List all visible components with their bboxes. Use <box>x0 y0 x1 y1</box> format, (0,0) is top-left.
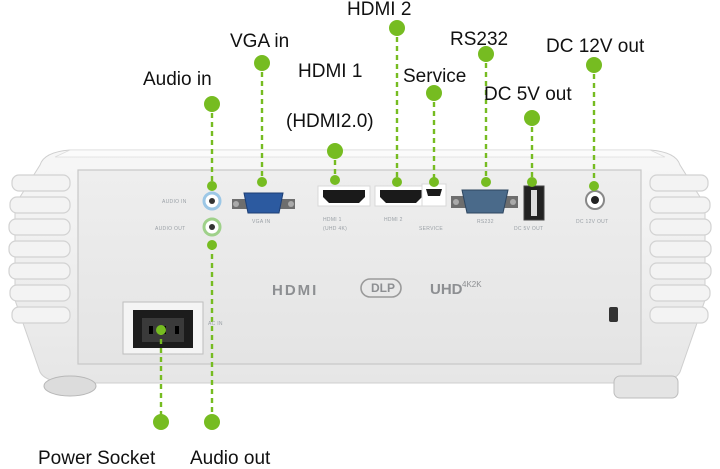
label-dc-12v-out: DC 12V out <box>546 36 645 57</box>
dlp-logo: DLP <box>371 281 395 295</box>
dc-12v-jack <box>585 190 605 210</box>
uhd-logo: UHD <box>430 281 463 298</box>
service-port <box>421 183 447 207</box>
projector-top-edge <box>54 149 666 158</box>
right-foot <box>613 375 679 399</box>
panel-label-hdmi-2: HDMI 2 <box>384 217 403 223</box>
left-foot <box>43 375 97 397</box>
left-vent-fins <box>8 174 71 324</box>
audio-out-jack <box>202 217 222 237</box>
panel-label-ac-in: AC IN <box>208 321 223 327</box>
rs232-port <box>451 189 518 214</box>
dlp-logo-frame <box>360 278 402 298</box>
panel-label-vga-in: VGA IN <box>252 219 271 225</box>
hdmi-2-port <box>374 185 428 207</box>
panel-label-dc-5v-out: DC 5V OUT <box>514 226 544 232</box>
label-dc-5v-out: DC 5V out <box>484 84 572 105</box>
label-hdmi-1: HDMI 1 <box>298 61 363 82</box>
audio-in-jack <box>202 191 222 211</box>
dc-5v-usb-port <box>523 185 545 221</box>
label-hdmi-2: HDMI 2 <box>347 0 412 20</box>
panel-label-dc-12v-out: DC 12V OUT <box>576 219 609 225</box>
label-audio-out: Audio out <box>190 448 271 469</box>
hdmi-1-port <box>317 185 371 207</box>
kensington-lock <box>609 307 618 322</box>
panel-label-service: SERVICE <box>419 226 443 232</box>
callout-leaders <box>159 28 596 420</box>
label-service: Service <box>403 66 467 87</box>
panel-label-rs232: RS232 <box>477 219 494 225</box>
vga-port <box>232 192 295 214</box>
uhd-4k2k-logo: 4K2K <box>462 280 482 289</box>
callout-dots <box>153 20 602 430</box>
label-power-socket: Power Socket <box>38 448 156 469</box>
label-hdmi-1-sub: (HDMI2.0) <box>286 111 374 132</box>
label-audio-in: Audio in <box>143 69 212 90</box>
panel-label-audio-in: AUDIO IN <box>162 199 187 205</box>
hdmi-logo: HDMI <box>272 282 319 299</box>
label-vga-in: VGA in <box>230 31 290 52</box>
panel-label-hdmi-1: HDMI 1 <box>323 217 342 223</box>
panel-label-audio-out: AUDIO OUT <box>155 226 186 232</box>
label-rs232: RS232 <box>450 29 509 50</box>
panel-label-hdmi-1-sub: (UHD 4K) <box>323 226 348 232</box>
right-vent-fins <box>649 174 712 324</box>
